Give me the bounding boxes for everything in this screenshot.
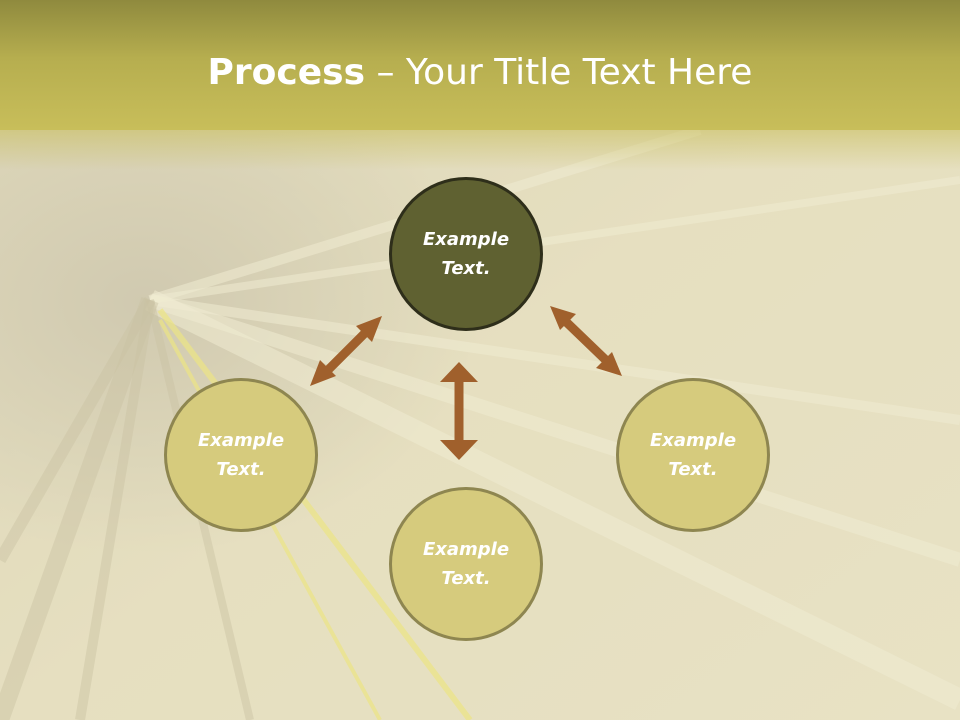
title-rest: – Your Title Text Here [365,52,753,93]
process-node-bottom: Example Text. [389,487,543,641]
process-node-right: Example Text. [616,378,770,532]
slide-title: Process – Your Title Text Here [0,52,960,93]
process-node-right-label: Example Text. [649,430,737,480]
process-node-left: Example Text. [164,378,318,532]
process-node-center-label: Example Text. [422,229,510,279]
title-bold: Process [207,52,366,93]
process-node-bottom-label: Example Text. [422,539,510,589]
title-band [0,0,960,170]
process-node-center: Example Text. [389,177,543,331]
process-node-left-label: Example Text. [197,430,285,480]
